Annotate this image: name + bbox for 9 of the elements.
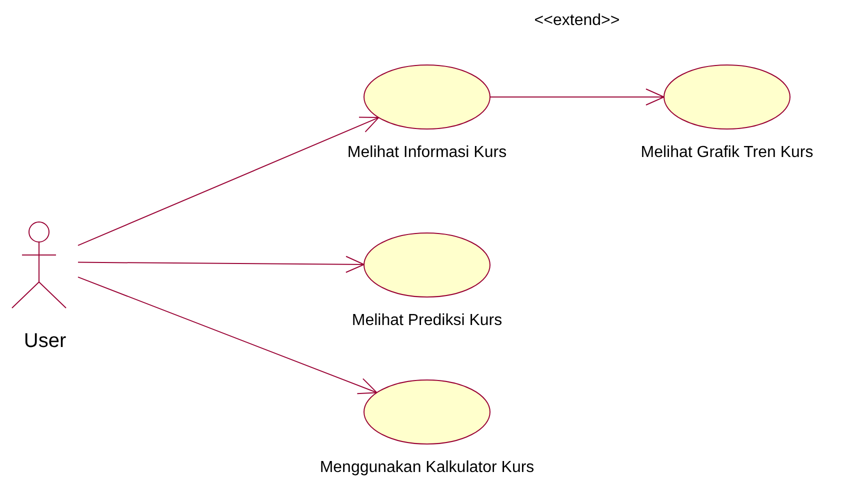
association-arrow (78, 276, 378, 394)
use-case-label: Melihat Grafik Tren Kurs (640, 144, 814, 162)
use-case-label: Melihat Informasi Kurs (346, 144, 508, 162)
use-case-label: Menggunakan Kalkulator Kurs (318, 459, 536, 477)
association-arrow (78, 256, 364, 273)
association-arrow (78, 116, 380, 246)
association-arrow (490, 88, 664, 106)
use-case-label: Melihat Prediksi Kurs (350, 312, 504, 330)
actor-label: User (22, 330, 68, 353)
